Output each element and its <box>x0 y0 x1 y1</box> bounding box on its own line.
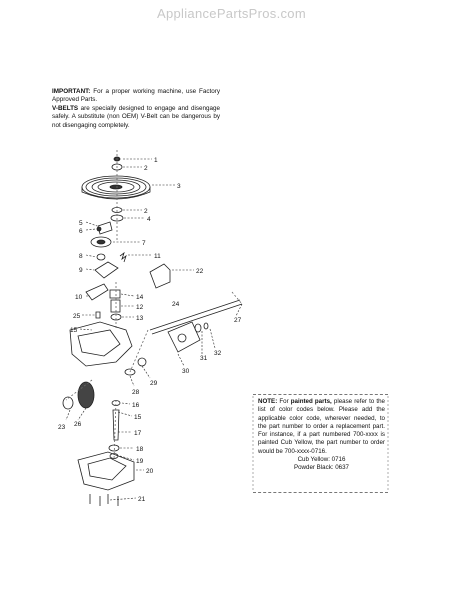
part-bearing-plate <box>167 321 201 353</box>
callout-31: 31 <box>200 355 208 362</box>
part-bearing-lower <box>62 396 74 410</box>
color-code-cub-yellow: Cub Yellow: 0716 <box>297 456 346 464</box>
part-bushing-lower <box>124 368 136 376</box>
callout-29: 29 <box>150 380 158 387</box>
callout-15b: 15 <box>134 414 142 421</box>
callout-15a: 15 <box>70 327 78 334</box>
callout-12: 12 <box>136 304 144 311</box>
part-shaft <box>149 299 241 331</box>
callout-5: 5 <box>79 220 83 227</box>
note-box-top <box>253 394 388 395</box>
callout-10: 10 <box>75 294 83 301</box>
callout-20: 20 <box>146 468 154 475</box>
part-fitting <box>95 311 101 319</box>
callout-17: 17 <box>134 430 142 437</box>
note-heading: NOTE: <box>258 398 278 405</box>
callout-16: 16 <box>132 402 140 409</box>
callout-22: 22 <box>196 268 204 275</box>
important-heading: IMPORTANT: <box>52 88 91 95</box>
callout-8: 8 <box>79 253 83 260</box>
callout-13: 13 <box>136 315 144 322</box>
important-notice: IMPORTANT: For a proper working machine,… <box>52 88 220 130</box>
callout-28: 28 <box>132 389 140 396</box>
callout-2b: 2 <box>144 208 148 215</box>
color-code-powder-black: Powder Black: 0637 <box>293 464 350 472</box>
part-idler-arm <box>94 261 119 279</box>
part-hub <box>90 236 112 248</box>
important-line2: are specially designed to engage and dis… <box>52 104 221 129</box>
part-spring <box>119 251 127 263</box>
part-sleeve <box>110 299 121 313</box>
callout-24: 24 <box>172 301 180 308</box>
important-line1: For a proper working machine, use Factor… <box>52 88 220 104</box>
callout-27: 27 <box>234 317 242 324</box>
callout-32: 32 <box>214 350 222 357</box>
callout-26: 26 <box>74 421 82 428</box>
part-bolt-small <box>96 226 102 232</box>
callout-2a: 2 <box>144 165 148 172</box>
part-worm-shaft <box>112 409 120 441</box>
part-bushing <box>109 289 121 299</box>
part-lever <box>85 283 109 301</box>
part-collar <box>194 323 202 333</box>
callout-7: 7 <box>142 240 146 247</box>
part-gear <box>77 381 95 409</box>
part-thrust-washer <box>108 444 120 452</box>
callout-11: 11 <box>154 253 161 260</box>
part-gear-housing-lower <box>77 451 135 491</box>
note-prefix: For <box>279 398 289 405</box>
callout-6: 6 <box>79 228 83 235</box>
part-gear-housing-upper <box>69 321 133 367</box>
vbelts-heading: V-BELTS <box>52 104 79 112</box>
part-ring <box>137 357 147 367</box>
note-box-bottom <box>253 492 388 493</box>
callout-25: 25 <box>73 313 81 320</box>
callout-14: 14 <box>136 294 144 301</box>
callout-19: 19 <box>136 458 144 465</box>
callout-21: 21 <box>138 496 146 503</box>
callout-18: 18 <box>136 446 144 453</box>
painted-parts-note: NOTE: For painted parts, please refer to… <box>258 398 385 473</box>
callout-4: 4 <box>147 216 151 223</box>
part-pulley <box>81 175 151 200</box>
callout-1: 1 <box>154 157 158 164</box>
callout-30: 30 <box>182 368 190 375</box>
callout-23: 23 <box>58 424 66 431</box>
part-bolts <box>89 494 119 506</box>
note-painted: painted parts, <box>290 398 332 405</box>
site-watermark: AppliancePartsPros.com <box>157 6 306 21</box>
callout-3: 3 <box>177 183 181 190</box>
callout-9: 9 <box>79 267 83 274</box>
part-bearing <box>96 253 106 261</box>
part-mount-bracket <box>149 263 171 289</box>
note-body: please refer to the list of color codes … <box>258 398 385 455</box>
